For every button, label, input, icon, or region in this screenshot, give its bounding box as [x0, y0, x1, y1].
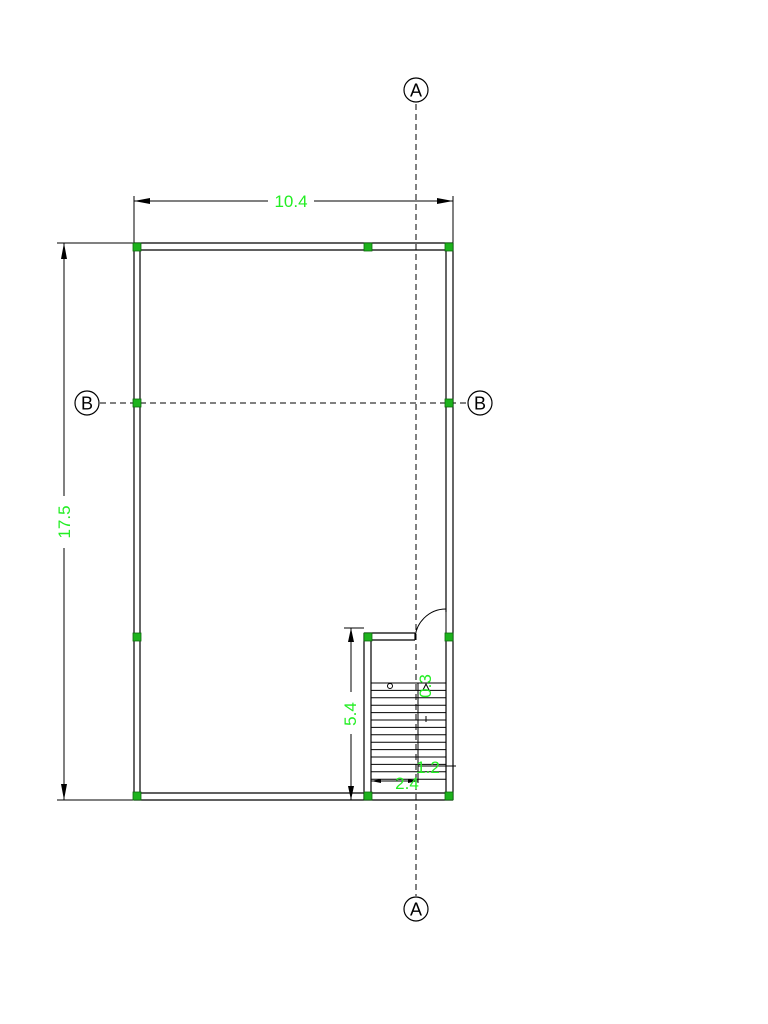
dimension-stair-width-text: 2.4: [395, 774, 419, 793]
arrow-right: [437, 198, 453, 204]
column-marker: [363, 791, 373, 801]
bubble-circle: [74, 390, 100, 416]
arrow-right: [408, 779, 418, 783]
dimension-overall-width-text: 10.4: [274, 192, 307, 211]
column-marker: [363, 242, 373, 252]
stair-direction-arrow: [422, 682, 430, 691]
section-label-a-bottom: A: [410, 900, 422, 920]
dimension-overall-length: 17.5: [55, 242, 134, 801]
section-marker-b-right: B: [467, 390, 493, 416]
dimension-stair-length-text: 5.4: [341, 702, 360, 726]
dimension-stair-flight-text: 1.2: [416, 758, 440, 777]
column-marker: [444, 791, 454, 801]
section-marker-b-left: B: [74, 390, 100, 416]
dimension-overall-width: 10.4: [133, 192, 454, 243]
arrow-left: [134, 198, 150, 204]
bubble-circle: [403, 77, 429, 103]
arrow-bottom: [61, 784, 67, 800]
door-swing: [414, 608, 447, 641]
column-marker: [132, 632, 142, 642]
column-marker: [444, 242, 454, 252]
stair-start-mark: [387, 683, 393, 689]
arrow-bottom: [348, 786, 354, 800]
bubble-circle: [403, 896, 429, 922]
dimension-stair-flight: 1.2: [416, 758, 456, 777]
dimension-overall-length-text: 17.5: [55, 505, 74, 538]
outer-walls: [133, 242, 454, 801]
bubble-circle: [467, 390, 493, 416]
arrow-left: [371, 779, 381, 783]
door-arc: [414, 608, 447, 641]
stair-treads: [371, 682, 446, 780]
dimension-stair-length: 5.4: [341, 627, 364, 801]
column-marker: [132, 398, 142, 408]
section-marker-a-bottom: A: [403, 896, 429, 922]
arrow-top: [61, 243, 67, 259]
section-label-b-right: B: [474, 394, 486, 414]
column-marker: [444, 632, 454, 642]
section-marker-a-top: A: [403, 77, 429, 103]
column-marker: [132, 242, 142, 252]
column-marker: [132, 791, 142, 801]
arrow-top: [348, 628, 354, 642]
column-marker: [363, 632, 373, 642]
dimension-landing-text: 0.3: [416, 674, 435, 698]
section-label-b-left: B: [81, 394, 93, 414]
section-lines: [100, 104, 466, 896]
columns: [132, 242, 454, 801]
dimension-landing: 0.3: [416, 674, 435, 698]
column-marker: [444, 398, 454, 408]
dimension-stair-width: 2.4: [371, 774, 419, 793]
section-label-a-top: A: [410, 81, 422, 101]
